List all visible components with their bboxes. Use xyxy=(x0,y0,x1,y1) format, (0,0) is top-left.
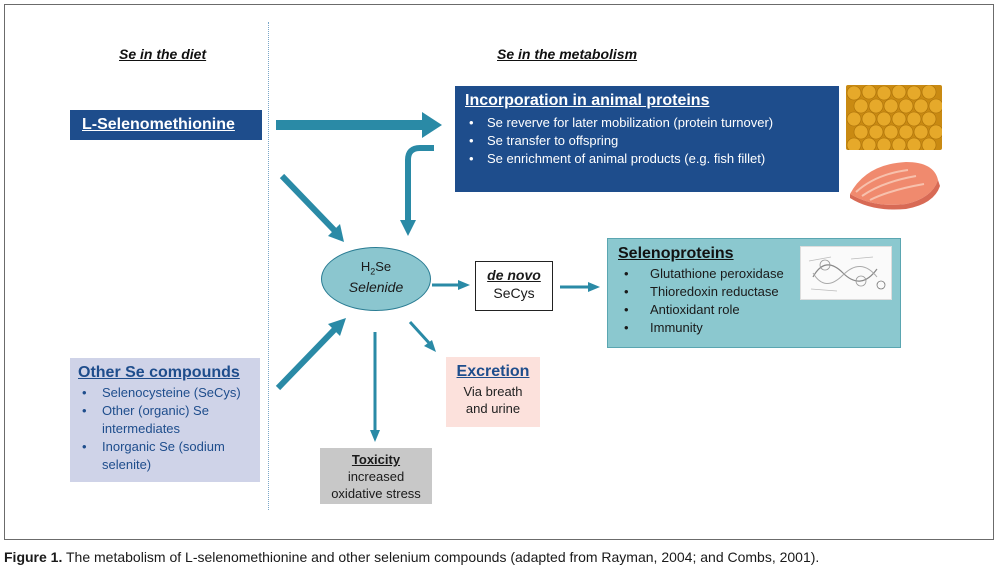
selenide-node: H2Se Selenide xyxy=(321,247,431,311)
selenoproteins-list: Glutathione peroxidase Thioredoxin reduc… xyxy=(618,265,890,337)
caption-label: Figure 1. xyxy=(4,549,63,565)
figure-caption: Figure 1. The metabolism of L-selenometh… xyxy=(4,549,819,565)
selenoproteins-title: Selenoproteins xyxy=(618,245,734,262)
secys-label: SeCys xyxy=(493,285,535,301)
other-se-compounds-box: Other Se compounds Selenocysteine (SeCys… xyxy=(70,358,260,482)
excretion-title: Excretion xyxy=(456,363,530,380)
arrow-to-incorporation xyxy=(276,112,442,138)
incorporation-list: Se reverve for later mobilization (prote… xyxy=(465,114,829,168)
heading-metabolism: Se in the metabolism xyxy=(497,46,638,62)
arrow-denovo-to-selenoproteins xyxy=(560,282,600,292)
excretion-box: Excretion Via breath and urine xyxy=(446,357,540,427)
arrow-selenide-to-toxicity xyxy=(370,332,380,442)
list-item: Se reverve for later mobilization (prote… xyxy=(469,114,829,132)
heading-diet: Se in the diet xyxy=(119,46,207,62)
list-item: Inorganic Se (sodium selenite) xyxy=(82,438,252,474)
caption-text: The metabolism of L-selenomethionine and… xyxy=(62,549,820,565)
arrow-other-to-selenide xyxy=(275,318,346,391)
arrow-seleno-to-selenide xyxy=(279,173,344,242)
arrow-selenide-to-excretion xyxy=(408,320,436,352)
de-novo-secys-box: de novo SeCys xyxy=(475,261,553,311)
arrow-incorporation-to-selenide xyxy=(400,145,434,236)
arrow-selenide-to-denovo xyxy=(432,280,470,290)
excretion-line2: and urine xyxy=(465,401,521,416)
incorporation-box: Incorporation in animal proteins Se reve… xyxy=(455,86,839,192)
section-divider xyxy=(268,22,269,510)
list-item: Se enrichment of animal products (e.g. f… xyxy=(469,150,829,168)
list-item: Selenocysteine (SeCys) xyxy=(82,384,252,402)
other-compounds-title: Other Se compounds xyxy=(78,364,240,381)
fish-fillet-image xyxy=(846,154,942,210)
cycle-diagram-image xyxy=(800,246,892,300)
selenide-name: Selenide xyxy=(348,278,404,295)
toxicity-line1: increased xyxy=(347,469,405,484)
de-novo-label: de novo xyxy=(487,267,541,283)
list-item: Se transfer to offspring xyxy=(469,132,829,150)
list-item: Other (organic) Se intermediates xyxy=(82,402,252,438)
list-item: Antioxidant role xyxy=(624,301,890,319)
other-compounds-list: Selenocysteine (SeCys) Other (organic) S… xyxy=(78,384,252,474)
excretion-line1: Via breath xyxy=(463,384,523,399)
toxicity-box: Toxicity increased oxidative stress xyxy=(320,448,432,504)
beads-image xyxy=(846,85,942,150)
list-item: Glutathione peroxidase xyxy=(624,265,890,283)
toxicity-title: Toxicity xyxy=(351,452,401,467)
l-selenomethionine-box: L-Selenomethionine xyxy=(70,110,262,140)
selenide-formula: H2Se xyxy=(360,259,392,277)
list-item: Immunity xyxy=(624,319,890,337)
incorporation-title: Incorporation in animal proteins xyxy=(465,92,710,109)
list-item: Thioredoxin reductase xyxy=(624,283,890,301)
toxicity-line2: oxidative stress xyxy=(331,486,421,501)
